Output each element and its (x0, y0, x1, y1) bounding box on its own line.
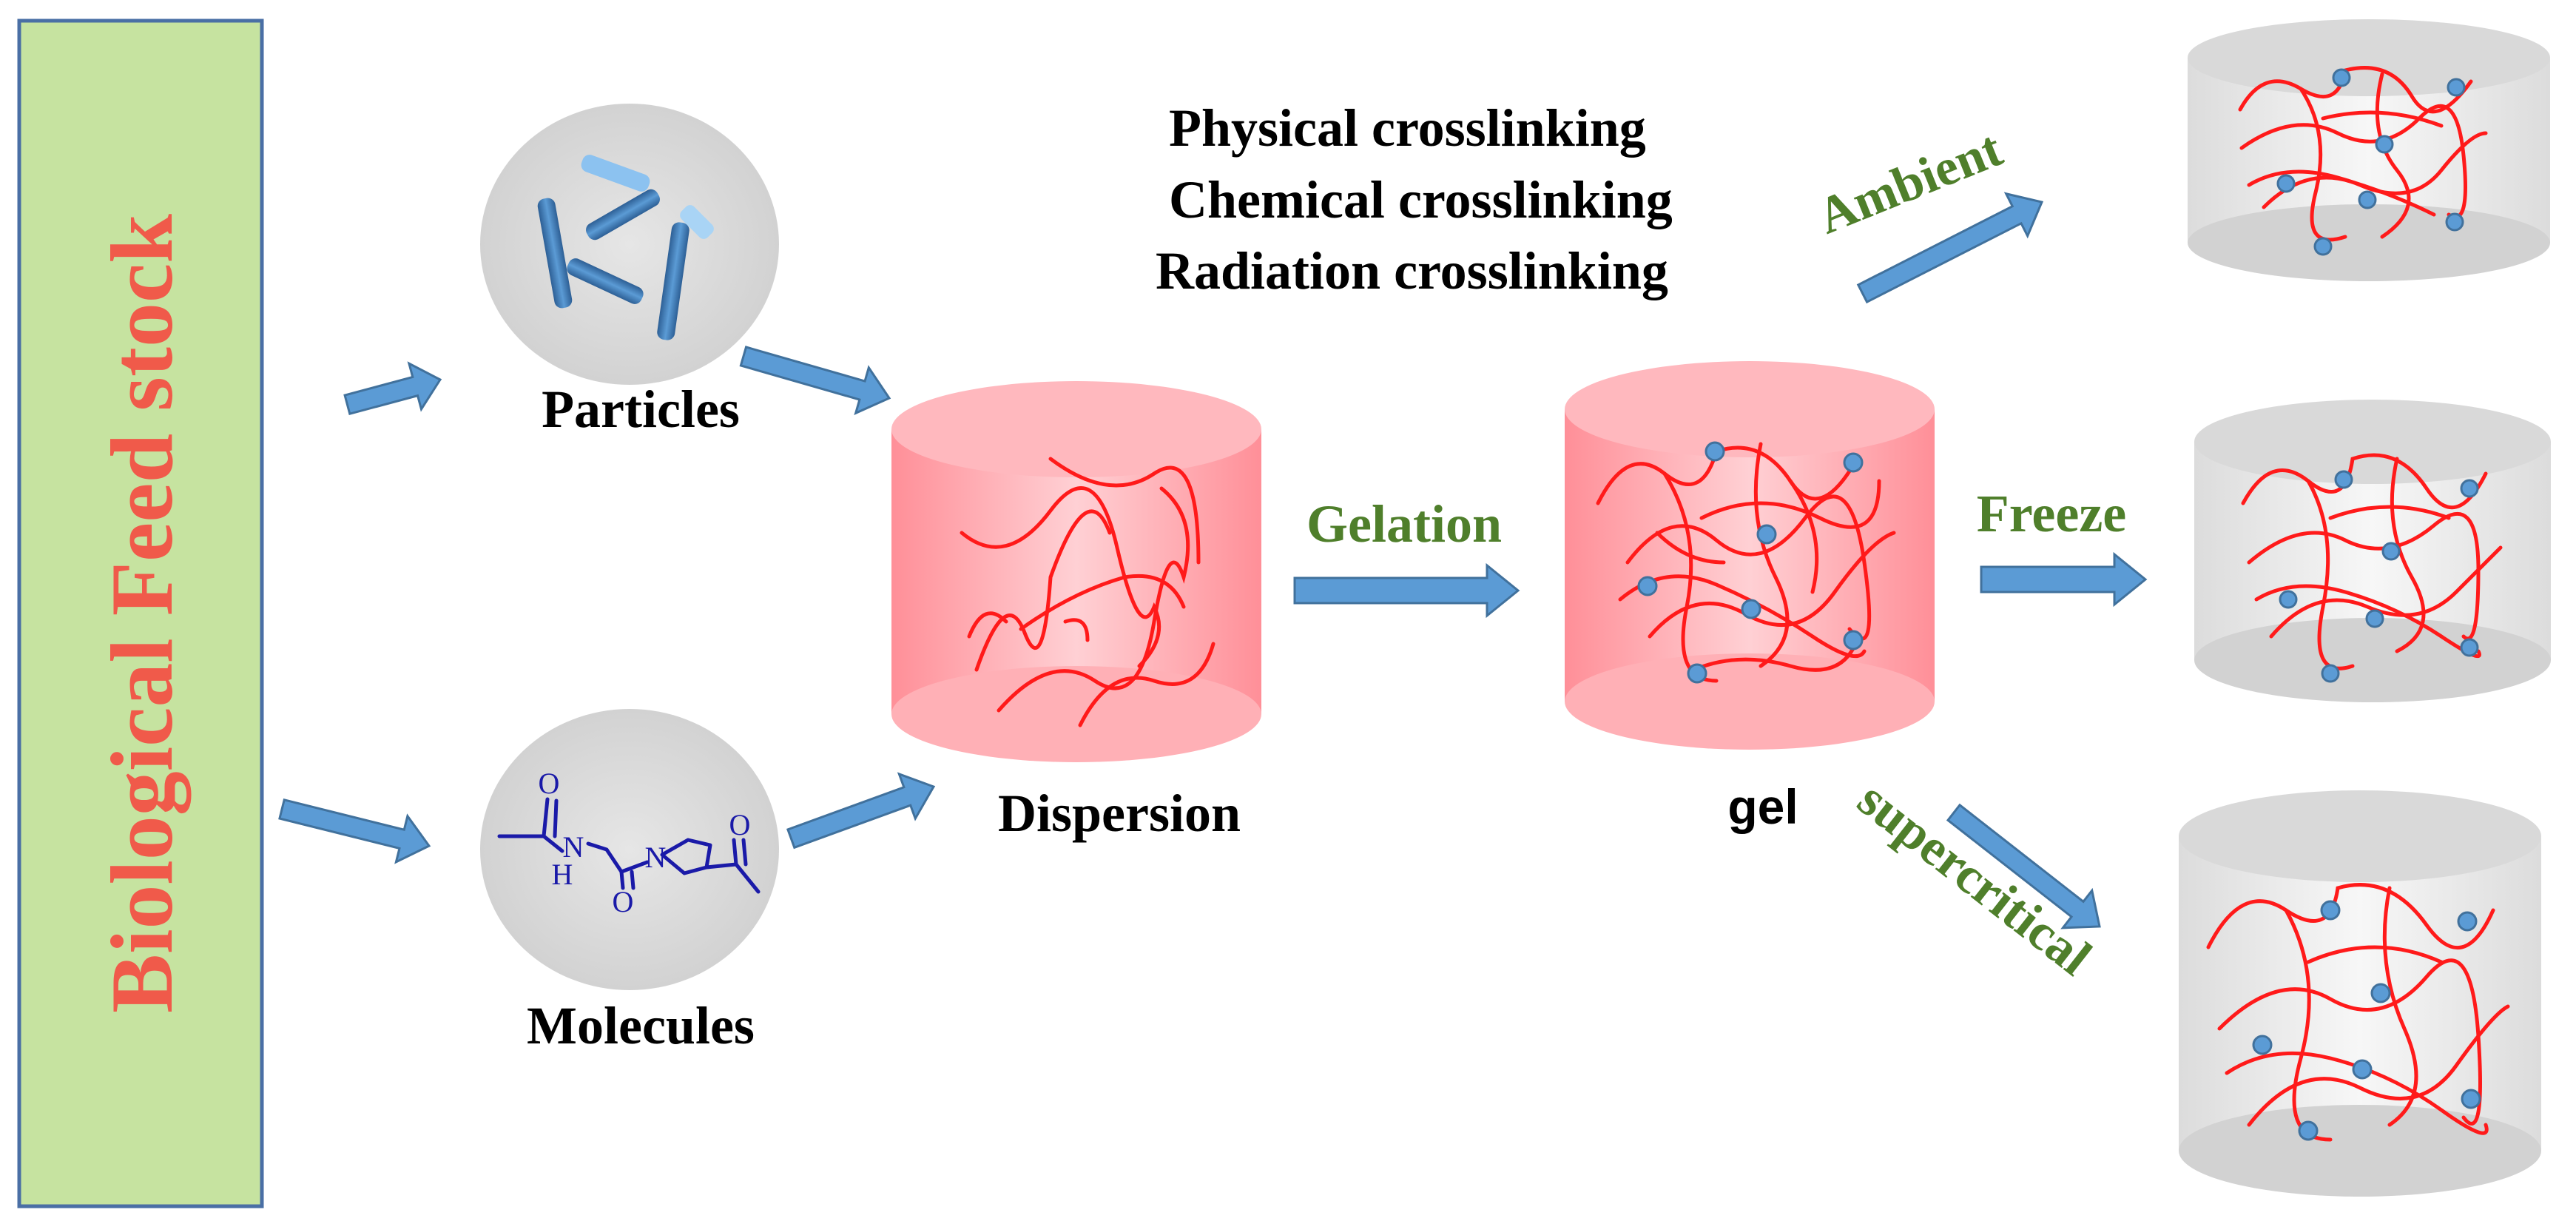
arrow-gelation (1293, 562, 1520, 619)
freeze-label: Freeze (1977, 484, 2126, 543)
dispersion-cylinder (891, 381, 1261, 762)
gel-cylinder (1565, 361, 1935, 750)
rod-2 (586, 189, 660, 241)
gel-label: gel (1727, 779, 1798, 834)
molecules-illustration: O N H O N O (480, 709, 779, 990)
molecules-label: Molecules (527, 996, 755, 1055)
atom-o1: O (539, 767, 560, 800)
feedstock-box: Biological Feed stock (17, 19, 264, 1208)
arrow-molecules-to-dispersion (786, 772, 936, 850)
aerogel-cylinder-supercritical (2179, 790, 2541, 1197)
dispersion-label: Dispersion (998, 784, 1241, 843)
atom-o3: O (729, 808, 751, 841)
rod-6 (680, 205, 714, 239)
atom-n2: N (645, 841, 667, 874)
arrow-ambient (1856, 192, 2044, 304)
crosslinking-physical: Physical crosslinking (1169, 98, 1646, 158)
rod-4 (657, 222, 689, 340)
crosslinking-list: Physical crosslinking Chemical crosslink… (1156, 98, 1673, 300)
gelation-label: Gelation (1306, 494, 1502, 554)
feedstock-label: Biological Feed stock (92, 214, 192, 1013)
aerogel-cylinder-ambient (2188, 19, 2550, 281)
particles-label: Particles (542, 380, 740, 439)
arrow-particles-to-dispersion (739, 346, 891, 415)
atom-n1: N (563, 830, 584, 864)
rod-5 (581, 155, 650, 192)
aerogel-cylinder-freeze (2194, 400, 2551, 702)
rod-1 (537, 198, 573, 309)
crosslinking-radiation: Radiation crosslinking (1156, 241, 1668, 300)
rod-3 (567, 258, 644, 304)
atom-o2: O (613, 885, 634, 918)
particles-illustration (480, 104, 779, 385)
arrow-supercritical (1946, 803, 2101, 929)
arrow-feedstock-to-molecules (278, 798, 431, 864)
arrow-freeze (1980, 551, 2148, 608)
crosslinking-chemical: Chemical crosslinking (1169, 170, 1673, 229)
supercritical-label: supercritical (1847, 770, 2102, 986)
arrow-feedstock-to-particles (343, 361, 442, 416)
atom-h1: H (552, 858, 573, 891)
